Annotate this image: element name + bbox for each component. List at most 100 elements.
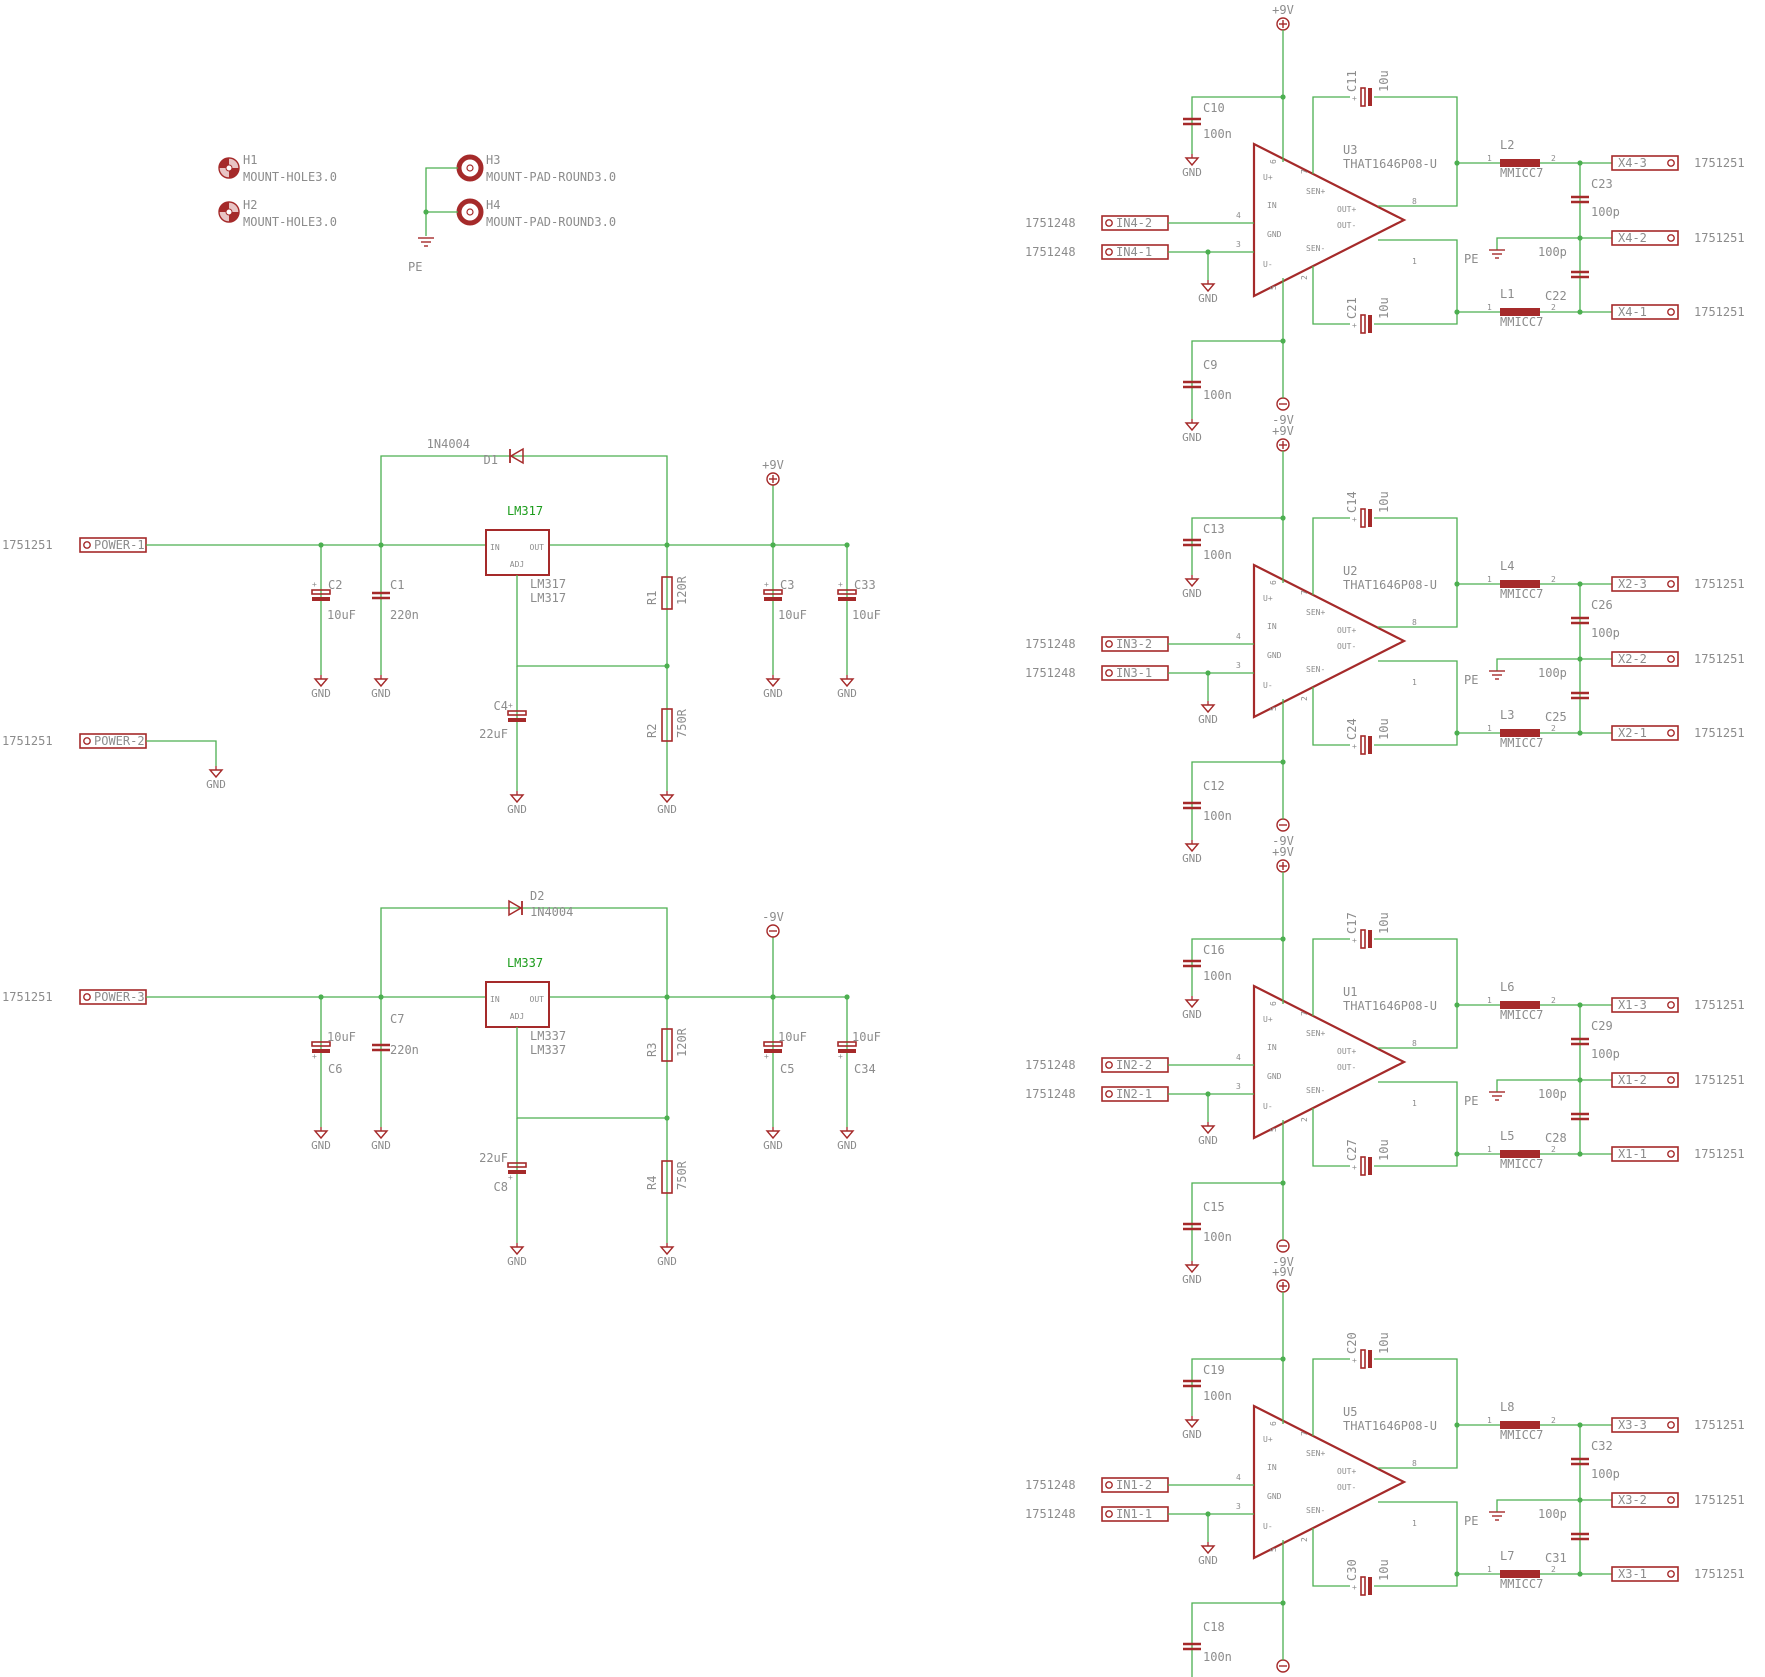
part-value: 100n (1203, 388, 1232, 402)
part-name: H3 (486, 153, 500, 167)
part-value: 100p (1538, 1087, 1567, 1101)
supply-label: -9V (762, 910, 784, 924)
cap-plate (838, 1049, 856, 1053)
gnd-label: GND (1182, 1008, 1202, 1021)
cap-plate (837, 1041, 857, 1047)
polarity-mark: + (1352, 1163, 1357, 1172)
part-value: MMICC7 (1500, 1008, 1543, 1022)
cap-plate (764, 597, 782, 601)
connector-label: IN3-2 (1116, 637, 1152, 651)
supply-label: +9V (1272, 845, 1294, 859)
part-name: L6 (1500, 980, 1514, 994)
part-value: 10u (1377, 491, 1391, 513)
connector-frame (1611, 725, 1679, 741)
diode (509, 447, 524, 465)
part-value: 10uF (778, 608, 807, 622)
cap-plate (763, 589, 783, 595)
part-name: L5 (1500, 1129, 1514, 1143)
gnd-label: GND (837, 687, 857, 700)
pin-number: 1 (1487, 1565, 1492, 1574)
connector-label: X4-2 (1618, 231, 1647, 245)
driver-channel-1: +9VGNDC10100nU3THAT1646P08-UU+INGNDU-SEN… (1025, 3, 1745, 444)
polarity-mark: + (312, 1052, 317, 1061)
part-name: L2 (1500, 138, 1514, 152)
supply-label: -9V (1272, 834, 1294, 848)
inductor-body (1500, 580, 1540, 588)
connector-pin: IN1-2 (1101, 1477, 1169, 1493)
pin-number: 1 (1487, 154, 1492, 163)
mount-pad-symbol (456, 154, 484, 182)
part-name: U2 (1343, 564, 1357, 578)
connector-pad (1667, 1496, 1675, 1504)
connector-pin: X4-2 (1611, 230, 1679, 246)
pin-number: 6 (1269, 1001, 1278, 1006)
cap-plate (1360, 1576, 1366, 1596)
gnd-label: GND (507, 1255, 527, 1268)
part-value: 22uF (479, 727, 508, 741)
ceramic-cap (1571, 1112, 1589, 1121)
connector-part-number: 1751248 (1025, 637, 1076, 651)
supply-label: -9V (1272, 413, 1294, 427)
part-name: C14 (1345, 491, 1359, 513)
polarity-mark: + (1352, 742, 1357, 751)
supply-circle (766, 924, 780, 938)
part-value: 100p (1538, 245, 1567, 259)
gnd-symbol: GND (1182, 154, 1202, 179)
connector-part-number: 1751251 (1694, 577, 1745, 591)
gnd-symbol: GND (1182, 1416, 1202, 1441)
gnd-triangle (1184, 1419, 1200, 1429)
wire (1374, 1574, 1458, 1587)
diode-triangle (509, 447, 524, 465)
connector-label: X1-2 (1618, 1073, 1647, 1087)
connector-part-number: 1751248 (1025, 666, 1076, 680)
connector-label: X1-1 (1618, 1147, 1647, 1161)
part-name: C25 (1545, 710, 1567, 724)
ic-value: LM337 (507, 956, 543, 970)
part-name: C3 (780, 578, 794, 592)
part-value: MOUNT-HOLE3.0 (243, 170, 337, 184)
pin-label: SEN- (1306, 665, 1325, 674)
cap-plate (1368, 315, 1372, 333)
part-value: 10uF (852, 608, 881, 622)
gnd-triangle (1184, 843, 1200, 853)
wire (1496, 1079, 1580, 1092)
gnd-label: GND (371, 687, 391, 700)
connector-pad (1667, 1076, 1675, 1084)
connector-part-number: 1751251 (1694, 1147, 1745, 1161)
gnd-symbol: GND (1198, 701, 1218, 726)
part-name: C19 (1203, 1363, 1225, 1377)
part-value: THAT1646P08-U (1343, 999, 1437, 1013)
connector-pin: X1-2 (1611, 1072, 1679, 1088)
wire (1496, 1499, 1580, 1512)
gnd-label: GND (763, 687, 783, 700)
part-value: 100n (1203, 1389, 1232, 1403)
polarity-mark: + (1352, 515, 1357, 524)
polarity-mark: + (508, 1173, 513, 1182)
part-name: C21 (1345, 297, 1359, 319)
connector-pin: X4-1 (1611, 304, 1679, 320)
inductor-body (1500, 729, 1540, 737)
cap-plate (837, 589, 857, 595)
ceramic-cap (1571, 270, 1589, 279)
mount-hole-symbol (218, 157, 240, 179)
gnd-triangle (1200, 283, 1216, 293)
pad-center (466, 208, 474, 216)
pin-label: U+ (1263, 1435, 1273, 1444)
connector-label: X3-3 (1618, 1418, 1647, 1432)
connector-label: X2-1 (1618, 726, 1647, 740)
part-value: 750R (675, 1160, 689, 1190)
connector-pad (83, 737, 91, 745)
junction-dot (423, 209, 429, 215)
wire (1496, 237, 1580, 250)
resistor-body (661, 576, 673, 610)
ceramic-cap (1571, 1037, 1589, 1046)
part-value: 10u (1377, 1332, 1391, 1354)
pin-number: 2 (1551, 1565, 1556, 1574)
part-value: 10uF (852, 1030, 881, 1044)
connector-pin: X2-3 (1611, 576, 1679, 592)
part-value: MOUNT-PAD-ROUND3.0 (486, 170, 616, 184)
electrolytic-cap: + (507, 701, 527, 722)
connector-part-number: 1751251 (1694, 652, 1745, 666)
cap-plate (1360, 1349, 1366, 1369)
